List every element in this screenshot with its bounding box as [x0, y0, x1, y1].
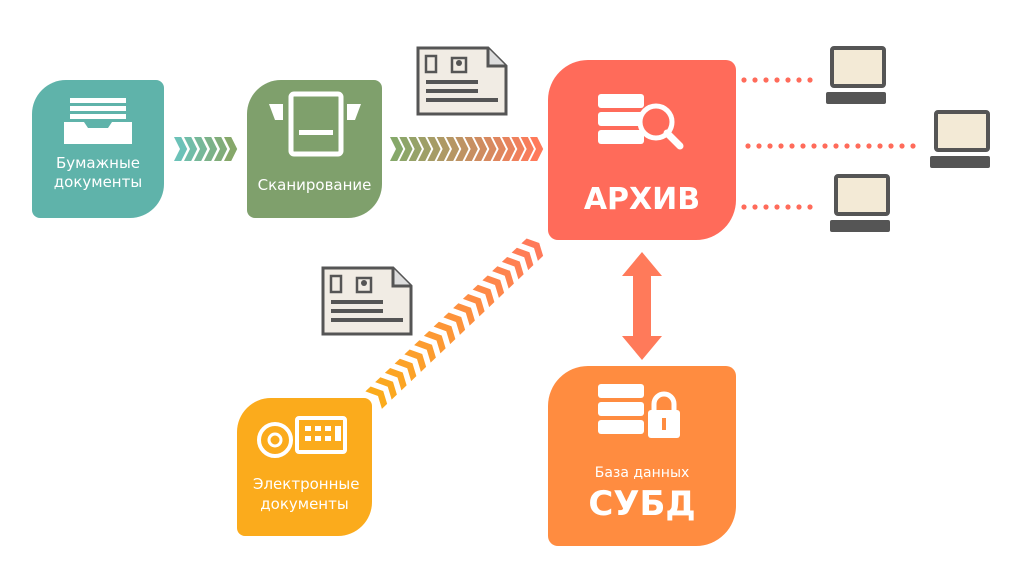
chevron-icon — [464, 137, 478, 161]
chevron-icon — [404, 349, 427, 372]
chevron-icon — [483, 137, 497, 161]
dot — [778, 143, 784, 149]
scanner-icon — [269, 91, 361, 157]
dot — [811, 143, 817, 149]
chevron-icon — [224, 137, 238, 161]
database-search-icon — [598, 94, 684, 150]
chevron-icon — [492, 266, 514, 289]
dot — [866, 143, 872, 149]
chevron-icon — [502, 137, 516, 161]
dot — [745, 143, 751, 149]
chevron-icon — [184, 137, 198, 161]
chevron-icon — [390, 137, 404, 161]
dot — [796, 77, 802, 83]
chevron-arrow-scan-to-archive — [390, 137, 544, 161]
chevron-icon — [375, 377, 397, 400]
archive-node: АРХИВ — [548, 60, 736, 240]
chevron-icon — [399, 137, 413, 161]
dot — [741, 77, 747, 83]
dot — [807, 77, 813, 83]
chevron-icon — [423, 330, 446, 354]
chevron-icon — [436, 137, 450, 161]
dot — [785, 77, 791, 83]
dot — [789, 143, 795, 149]
paper-tray-icon — [64, 98, 132, 144]
dot — [888, 143, 894, 149]
chevron-icon — [443, 312, 466, 335]
chevron-icon — [462, 293, 485, 317]
chevron-icon — [446, 137, 460, 161]
scanning-node: Сканирование — [247, 80, 382, 218]
scanning-label: Сканирование — [257, 176, 372, 194]
chevron-icon — [408, 137, 422, 161]
dot — [774, 77, 780, 83]
chevron-icon — [174, 137, 188, 161]
dot — [756, 143, 762, 149]
dot — [767, 143, 773, 149]
chevron-icon — [530, 137, 544, 161]
computer-icon — [930, 110, 990, 168]
dot — [752, 77, 758, 83]
chevron-icon — [194, 137, 208, 161]
dot — [855, 143, 861, 149]
database-label: СУБД — [588, 484, 696, 524]
electronic-documents-label: Электронные документы — [253, 475, 360, 513]
dot — [785, 204, 791, 210]
chevron-icon — [418, 137, 432, 161]
database-lock-icon — [598, 384, 680, 438]
dot — [796, 204, 802, 210]
dot — [822, 143, 828, 149]
dot — [774, 204, 780, 210]
chevron-icon — [511, 247, 534, 271]
chevron-icon — [394, 358, 417, 382]
chevron-icon — [520, 137, 534, 161]
chevron-icon — [365, 386, 388, 409]
dot — [800, 143, 806, 149]
chevron-icon — [433, 321, 456, 345]
dot — [877, 143, 883, 149]
computer-icon — [830, 174, 890, 232]
dot — [833, 143, 839, 149]
dot — [807, 204, 813, 210]
chevron-icon — [414, 340, 436, 363]
chevron-arrow-electronic-to-archive — [365, 238, 544, 409]
dot — [763, 77, 769, 83]
disc-and-keyboard-icon — [257, 416, 347, 458]
chevron-icon — [511, 137, 525, 161]
dot — [899, 143, 905, 149]
chevron-icon — [204, 137, 218, 161]
dot — [844, 143, 850, 149]
paper-documents-node: Бумажные документы — [32, 80, 164, 218]
computer-icon — [826, 46, 886, 104]
chevron-icon — [482, 275, 505, 298]
dotted-line-bottom — [741, 204, 813, 210]
archive-label: АРХИВ — [583, 182, 701, 217]
paper-documents-label: Бумажные документы — [53, 154, 143, 191]
chevron-icon — [492, 137, 506, 161]
dot — [752, 204, 758, 210]
chevron-icon — [521, 238, 544, 261]
chevron-icon — [453, 303, 475, 326]
chevron-arrow-paper-to-scan — [174, 137, 238, 161]
chevron-icon — [472, 284, 495, 308]
database-node: База данных СУБД — [548, 366, 736, 546]
document-icon — [416, 46, 508, 116]
dot — [741, 204, 747, 210]
chevron-icon — [474, 137, 488, 161]
dotted-line-top — [741, 77, 813, 83]
chevron-icon — [214, 137, 228, 161]
double-arrow-archive-db — [622, 252, 662, 360]
dot — [910, 143, 916, 149]
dotted-line-middle — [745, 143, 916, 149]
chevron-icon — [384, 367, 407, 391]
chevron-icon — [501, 256, 524, 280]
database-subtitle: База данных — [594, 465, 690, 481]
chevron-icon — [455, 137, 469, 161]
chevron-icon — [427, 137, 441, 161]
dot — [763, 204, 769, 210]
document-icon — [321, 266, 413, 336]
electronic-documents-node: Электронные документы — [237, 398, 372, 536]
